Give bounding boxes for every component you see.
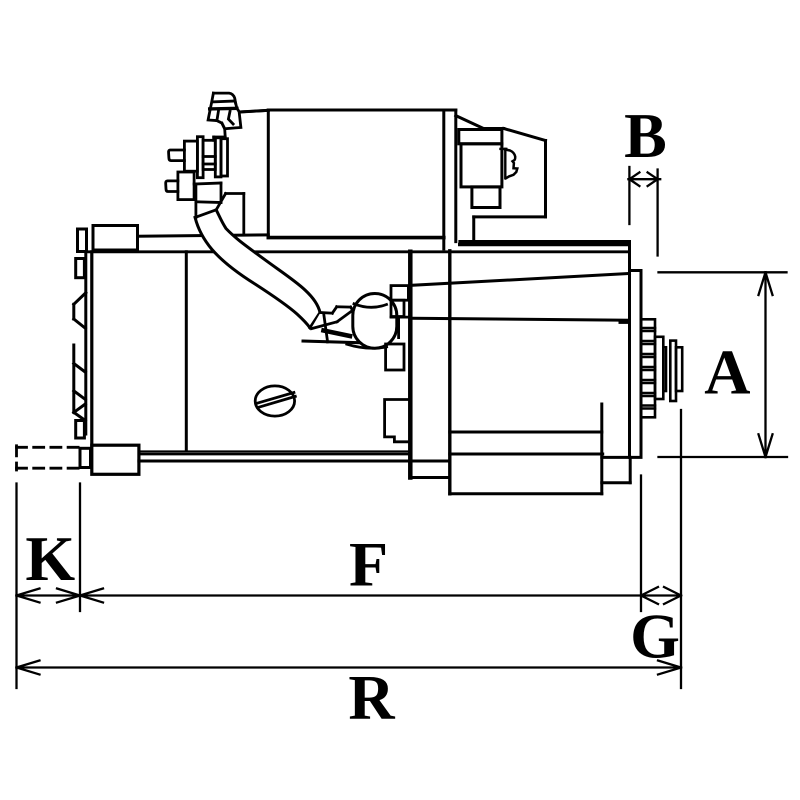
svg-text:G: G	[630, 601, 680, 672]
svg-text:R: R	[348, 662, 395, 733]
svg-text:F: F	[349, 529, 388, 600]
svg-text:K: K	[25, 523, 75, 594]
svg-text:B: B	[624, 100, 667, 171]
svg-text:A: A	[704, 337, 750, 408]
